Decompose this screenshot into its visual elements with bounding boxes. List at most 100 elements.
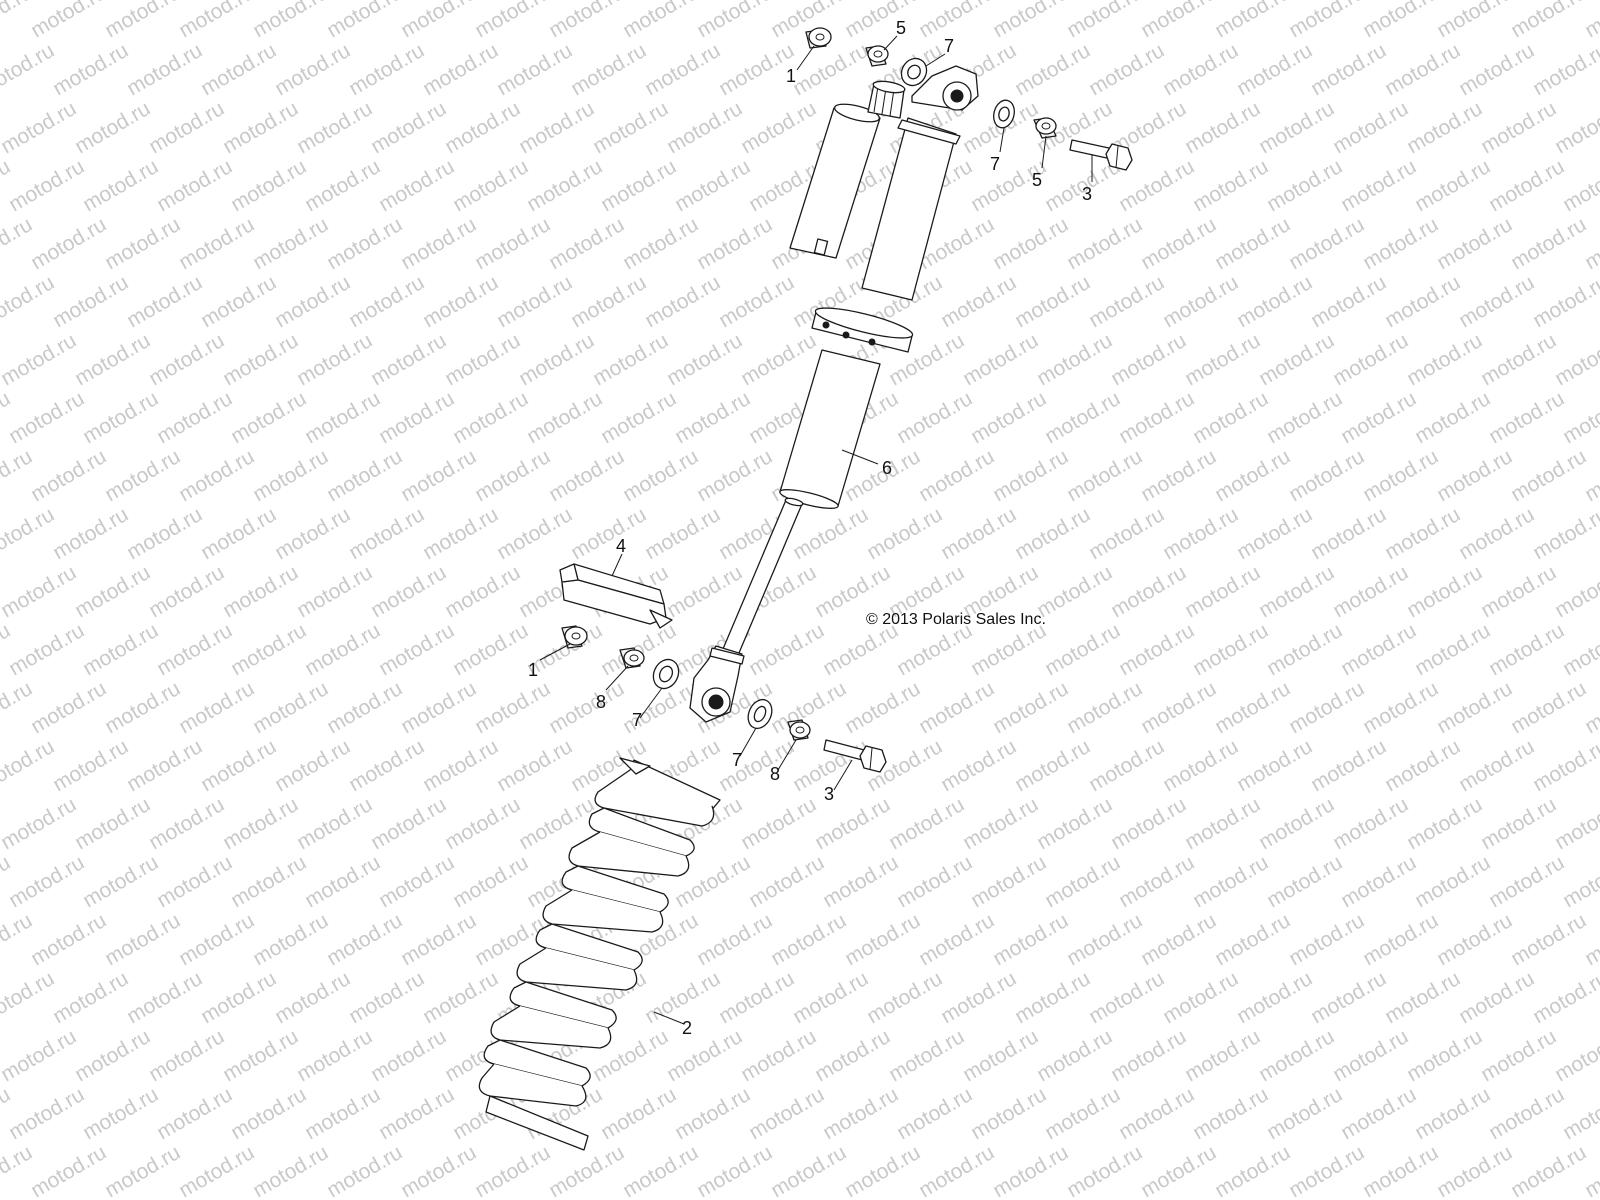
watermark-text: motod.ru xyxy=(1189,387,1272,448)
watermark-text: motod.ru xyxy=(989,909,1072,970)
watermark-text: motod.ru xyxy=(293,97,376,158)
watermark-text: motod.ru xyxy=(967,387,1050,448)
watermark-text: motod.ru xyxy=(1433,677,1516,738)
watermark-text: motod.ru xyxy=(271,967,354,1028)
watermark-text: motod.ru xyxy=(1307,967,1390,1028)
watermark-text: motod.ru xyxy=(101,1141,184,1200)
watermark-text: motod.ru xyxy=(663,97,746,158)
watermark-text: motod.ru xyxy=(863,967,946,1028)
watermark-text: motod.ru xyxy=(1233,503,1316,564)
watermark-text: motod.ru xyxy=(0,1025,80,1086)
watermark-text: motod.ru xyxy=(1433,213,1516,274)
watermark-text: motod.ru xyxy=(1307,39,1390,100)
watermark-text: motod.ru xyxy=(1485,851,1568,912)
watermark-text: motod.ru xyxy=(227,851,310,912)
watermark-text: motod.ru xyxy=(345,735,428,796)
watermark-text: motod.ru xyxy=(1329,561,1412,622)
watermark-text: motod.ru xyxy=(27,909,110,970)
watermark-text: motod.ru xyxy=(197,39,280,100)
watermark-text: motod.ru xyxy=(1011,735,1094,796)
watermark-text: motod.ru xyxy=(153,387,236,448)
callout-2: 2 xyxy=(682,1018,692,1038)
watermark-text: motod.ru xyxy=(1011,39,1094,100)
watermark-text: motod.ru xyxy=(1255,793,1338,854)
watermark-text: motod.ru xyxy=(1411,851,1494,912)
watermark-text: motod.ru xyxy=(515,97,598,158)
watermark-text: motod.ru xyxy=(27,445,110,506)
watermark-text: motod.ru xyxy=(493,39,576,100)
watermark-text: motod.ru xyxy=(1507,909,1590,970)
watermark-text: motod.ru xyxy=(1559,155,1600,216)
watermark-text: motod.ru xyxy=(79,155,162,216)
watermark-text: motod.ru xyxy=(27,677,110,738)
watermark-text: motod.ru xyxy=(545,1141,628,1200)
watermark-text: motod.ru xyxy=(0,561,80,622)
watermark-text: motod.ru xyxy=(937,271,1020,332)
watermark-text: motod.ru xyxy=(967,619,1050,680)
watermark-text: motod.ru xyxy=(0,503,58,564)
shock-absorber xyxy=(689,65,979,723)
watermark-text: motod.ru xyxy=(79,387,162,448)
watermark-text: motod.ru xyxy=(715,967,798,1028)
watermark-text: motod.ru xyxy=(1263,1083,1346,1144)
adjuster-knob xyxy=(867,80,906,119)
watermark-text: motod.ru xyxy=(1137,1141,1220,1200)
part-7-right-washer xyxy=(993,99,1015,129)
watermark-text: motod.ru xyxy=(1285,677,1368,738)
reservoir-canister xyxy=(789,103,881,259)
watermark-text: motod.ru xyxy=(1359,213,1442,274)
watermark-text: motod.ru xyxy=(71,793,154,854)
watermark-text: motod.ru xyxy=(1551,97,1600,158)
watermark-text: motod.ru xyxy=(197,503,280,564)
watermark-text: motod.ru xyxy=(1041,851,1124,912)
watermark-text: motod.ru xyxy=(219,329,302,390)
watermark-text: motod.ru xyxy=(1107,329,1190,390)
watermark-text: motod.ru xyxy=(397,909,480,970)
watermark-text: motod.ru xyxy=(1263,851,1346,912)
watermark-text: motod.ru xyxy=(967,1083,1050,1144)
watermark-text: motod.ru xyxy=(1359,677,1442,738)
watermark-text: motod.ru xyxy=(0,909,36,970)
watermark-text: motod.ru xyxy=(145,329,228,390)
watermark-text: motod.ru xyxy=(49,735,132,796)
watermark-text: motod.ru xyxy=(49,503,132,564)
watermark-text: motod.ru xyxy=(1115,851,1198,912)
watermark-text: motod.ru xyxy=(449,387,532,448)
watermark-text: motod.ru xyxy=(1159,735,1242,796)
watermark-text: motod.ru xyxy=(1529,735,1600,796)
watermark-text: motod.ru xyxy=(293,793,376,854)
watermark-text: motod.ru xyxy=(145,561,228,622)
watermark-text: motod.ru xyxy=(1211,445,1294,506)
watermark-text: motod.ru xyxy=(1233,271,1316,332)
callout-5-top: 5 xyxy=(896,18,906,38)
watermark-text: motod.ru xyxy=(1307,503,1390,564)
watermark-text: motod.ru xyxy=(71,1025,154,1086)
watermark-text: motod.ru xyxy=(449,155,532,216)
watermark-text: motod.ru xyxy=(1063,1141,1146,1200)
watermark-text: motod.ru xyxy=(641,503,724,564)
watermark-text: motod.ru xyxy=(1211,677,1294,738)
watermark-text: motod.ru xyxy=(523,387,606,448)
watermark-text: motod.ru xyxy=(375,155,458,216)
watermark-text: motod.ru xyxy=(915,0,998,42)
watermark-text: motod.ru xyxy=(301,1083,384,1144)
watermark-text: motod.ru xyxy=(1381,39,1464,100)
watermark-text: motod.ru xyxy=(1381,735,1464,796)
watermark-text: motod.ru xyxy=(885,793,968,854)
watermark-text: motod.ru xyxy=(0,445,36,506)
watermark-text: motod.ru xyxy=(175,909,258,970)
watermark-text: motod.ru xyxy=(123,735,206,796)
watermark-text: motod.ru xyxy=(471,0,554,42)
watermark-text: motod.ru xyxy=(1233,735,1316,796)
watermark-text: motod.ru xyxy=(397,0,480,42)
watermark-text: motod.ru xyxy=(79,1083,162,1144)
watermark-text: motod.ru xyxy=(545,213,628,274)
watermark-text: motod.ru xyxy=(1529,271,1600,332)
watermark-text: motod.ru xyxy=(323,213,406,274)
watermark-text: motod.ru xyxy=(1411,1083,1494,1144)
watermark-text: motod.ru xyxy=(989,0,1072,42)
watermark-text: motod.ru xyxy=(1337,387,1420,448)
watermark-text: motod.ru xyxy=(345,967,428,1028)
watermark-text: motod.ru xyxy=(789,503,872,564)
